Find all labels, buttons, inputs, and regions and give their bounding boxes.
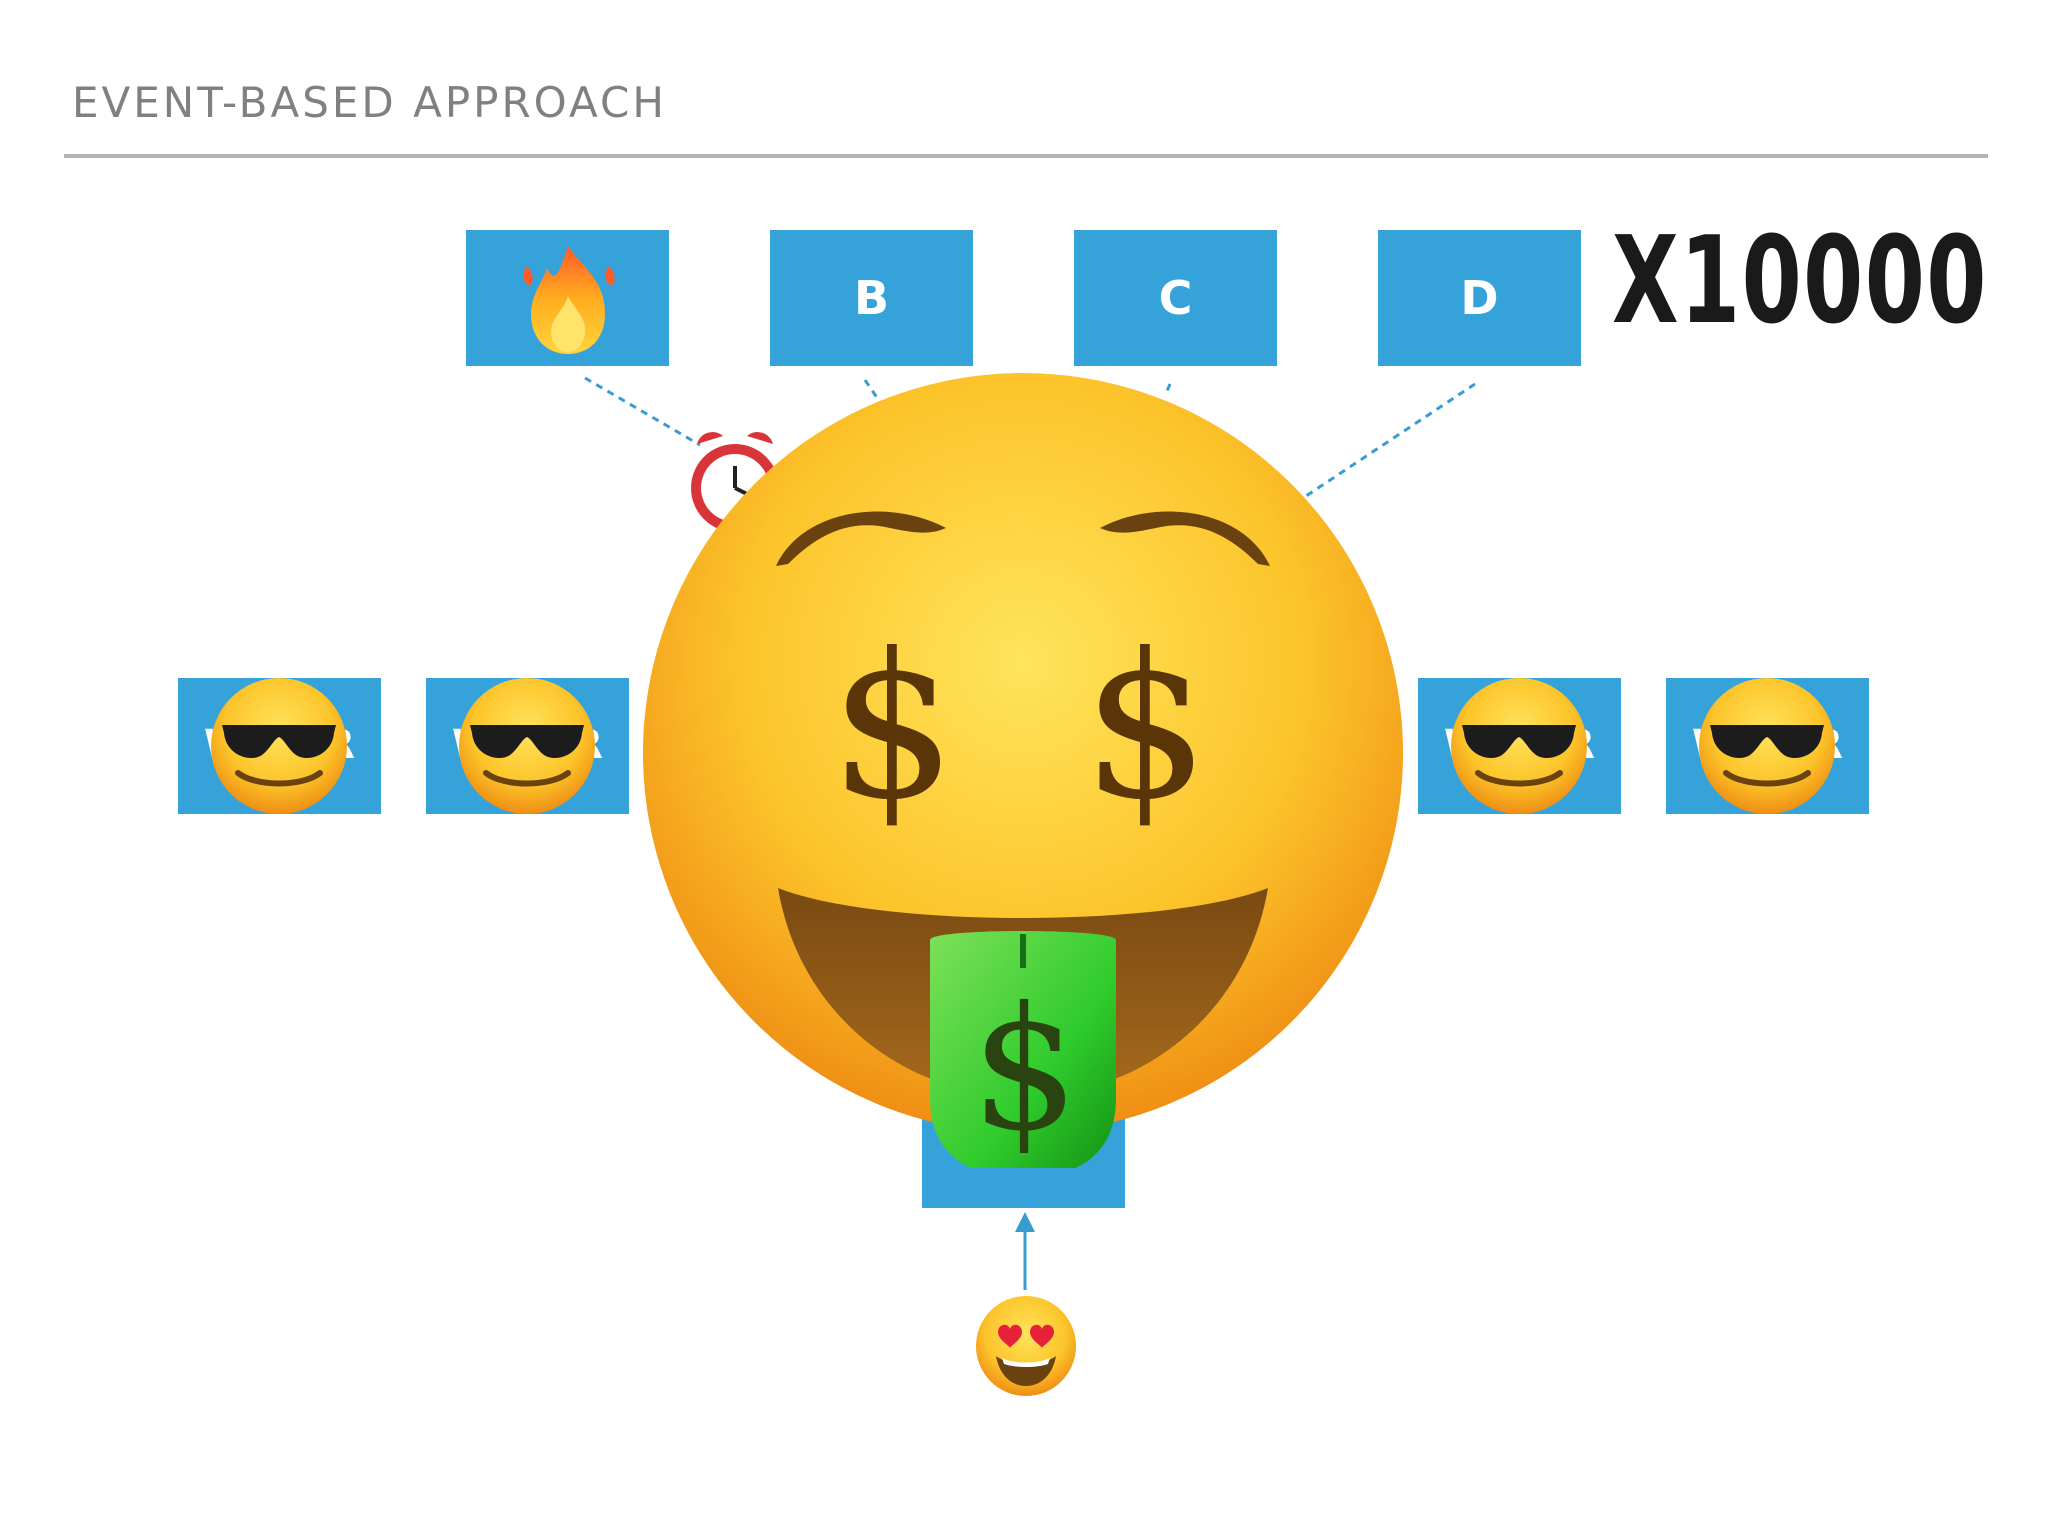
- title-divider: [64, 154, 1988, 158]
- worker-box-3[interactable]: W R: [1418, 678, 1621, 814]
- slide-title: EVENT-BASED APPROACH: [72, 78, 667, 127]
- sunglasses-face-icon: [211, 678, 347, 814]
- money-mouth-face-icon: $ $ $: [643, 373, 1403, 1168]
- connector-c: [1163, 383, 1172, 397]
- svg-text:$: $: [829, 611, 956, 844]
- event-box-b[interactable]: B: [770, 230, 973, 366]
- input-arrow-head: [1015, 1212, 1035, 1232]
- event-box-d-label: D: [1460, 271, 1499, 325]
- sunglasses-face-icon: [459, 678, 595, 814]
- connector-a: [584, 376, 701, 447]
- svg-text:$: $: [1082, 611, 1209, 844]
- worker-box-1[interactable]: W R: [178, 678, 381, 814]
- multiplier-label: X10000: [1612, 212, 1988, 351]
- event-box-b-label: B: [853, 271, 890, 325]
- event-box-c[interactable]: C: [1074, 230, 1277, 366]
- sunglasses-face-icon: [1451, 678, 1587, 814]
- event-box-c-label: C: [1158, 271, 1193, 325]
- svg-text:$: $: [971, 971, 1079, 1168]
- connector-d: [1299, 382, 1476, 502]
- sunglasses-face-icon: [1699, 678, 1835, 814]
- worker-box-4[interactable]: W R: [1666, 678, 1869, 814]
- heart-eyes-face-icon: [976, 1296, 1076, 1396]
- connector-b: [863, 379, 882, 403]
- worker-box-2[interactable]: W R: [426, 678, 629, 814]
- event-box-d[interactable]: D: [1378, 230, 1581, 366]
- fire-icon: [522, 246, 615, 354]
- event-box-a[interactable]: [466, 230, 669, 366]
